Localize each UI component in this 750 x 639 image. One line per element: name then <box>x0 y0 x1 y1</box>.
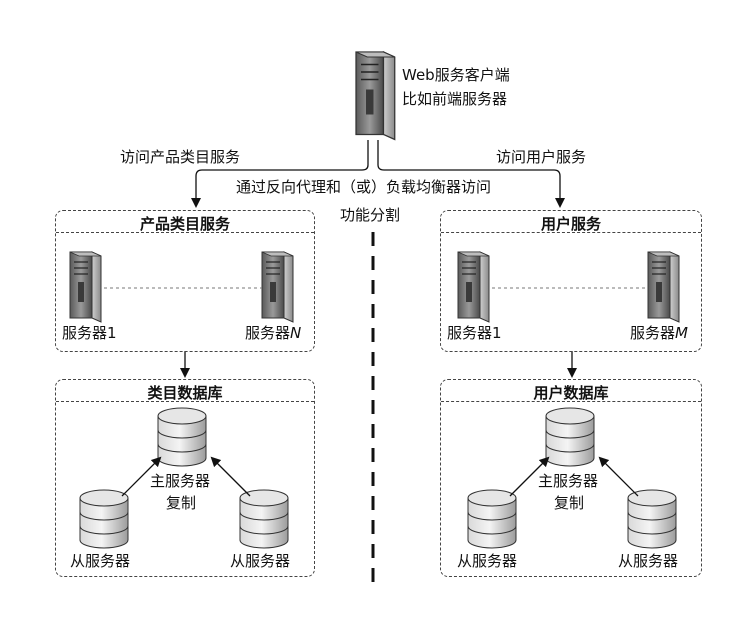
user-db-box: 用户数据库 <box>440 379 702 577</box>
edge-to-product-service <box>191 140 369 208</box>
left-replicate-label: 复制 <box>166 494 197 512</box>
client-label-line1: Web服务客户端 <box>402 66 510 84</box>
user-db-title: 用户数据库 <box>533 384 609 402</box>
left-slave-left-label: 从服务器 <box>70 552 131 570</box>
edge-label-product: 访问产品类目服务 <box>120 148 241 166</box>
right-server-m-label: 服务器M <box>630 324 688 342</box>
left-server-1-label: 服务器1 <box>62 324 117 342</box>
catalog-db-box: 类目数据库 <box>55 379 315 577</box>
client-server-icon <box>355 51 396 141</box>
left-replication-arrow-left <box>121 456 162 497</box>
right-master-label: 主服务器 <box>538 472 599 490</box>
right-replicate-label: 复制 <box>554 494 585 512</box>
left-replication-arrow-right <box>210 456 251 497</box>
left-server-n-label: 服务器N <box>245 324 302 342</box>
left-master-label: 主服务器 <box>150 472 211 490</box>
user-service-box: 用户服务 <box>440 210 702 352</box>
edge-label-user: 访问用户服务 <box>496 148 587 166</box>
product-service-title: 产品类目服务 <box>139 215 230 233</box>
right-slave-right-label: 从服务器 <box>618 552 679 570</box>
catalog-db-title: 类目数据库 <box>147 384 223 402</box>
user-service-title: 用户服务 <box>540 215 601 233</box>
right-replication-arrow-right <box>598 456 639 497</box>
right-slave-left-label: 从服务器 <box>457 552 518 570</box>
edge-label-proxy: 通过反向代理和（或）负载均衡器访问 <box>236 178 492 196</box>
right-replication-arrow-left <box>509 456 550 497</box>
left-slave-right-label: 从服务器 <box>230 552 291 570</box>
edge-to-user-service <box>377 140 565 208</box>
client-label-line2: 比如前端服务器 <box>402 90 508 108</box>
functional-split-label: 功能分割 <box>340 206 401 224</box>
product-service-box: 产品类目服务 <box>55 210 315 352</box>
right-server-1-label: 服务器1 <box>447 324 502 342</box>
